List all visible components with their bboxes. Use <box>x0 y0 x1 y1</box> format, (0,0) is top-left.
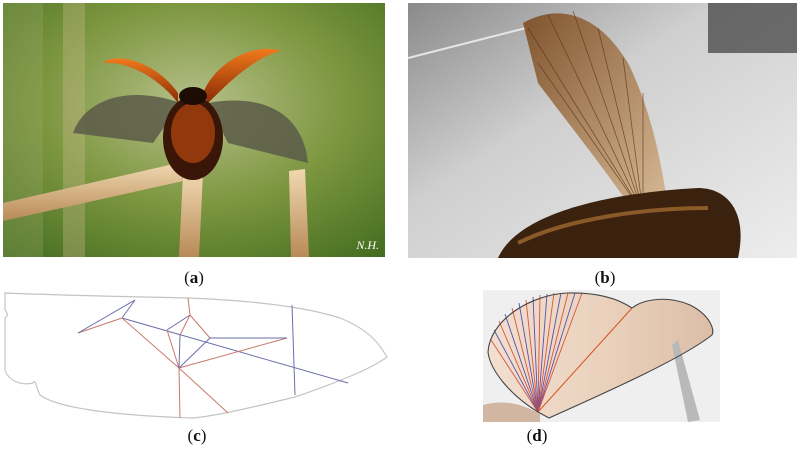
panel-d-hindwing-vein-overlay <box>483 290 720 422</box>
fan-vein-line <box>537 292 583 413</box>
fan-vein-line <box>537 294 541 413</box>
fan-vein-line <box>504 313 539 413</box>
photographer-signature: N.H. <box>356 238 379 252</box>
fan-vein-line <box>537 292 562 413</box>
fan-vein-line <box>518 302 539 413</box>
panel-label-c: (c) <box>187 426 207 445</box>
fan-vein-line <box>537 292 569 413</box>
panel-a-ladybird-photo: N.H. <box>3 3 385 257</box>
fan-vein-line <box>537 292 576 413</box>
fan-vein-line <box>490 339 539 413</box>
fan-vein-line <box>498 320 539 413</box>
panel-c-forewing-vein-diagram <box>0 285 400 425</box>
wing-outline <box>4 292 388 419</box>
fan-vein-line <box>532 296 539 413</box>
fan-vein-line <box>537 293 548 413</box>
fan-vein-line <box>511 307 539 413</box>
panel-label-b: (b) <box>594 268 616 287</box>
fan-vein-line <box>525 299 539 413</box>
panel-label-a: (a) <box>184 268 204 287</box>
panel-label-d: (d) <box>526 426 548 445</box>
fan-vein-line <box>493 329 539 413</box>
panel-b-hindwing-photo <box>408 3 797 258</box>
fan-vein-line <box>537 292 555 413</box>
